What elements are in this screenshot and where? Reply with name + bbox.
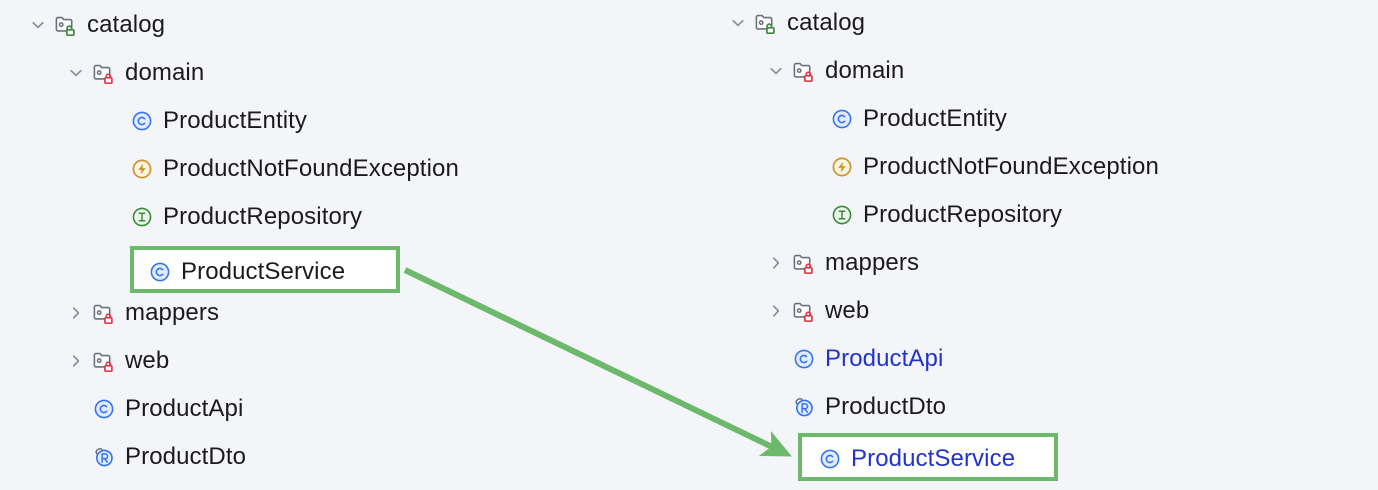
class-icon <box>792 347 816 371</box>
chevron-down-icon[interactable] <box>766 61 786 81</box>
exception-icon <box>130 157 154 181</box>
highlight-box-source: ProductService <box>130 246 400 293</box>
tree-row-label: mappers <box>825 249 920 276</box>
tree-row-label: ProductNotFoundException <box>163 155 459 182</box>
tree-row[interactable]: catalog <box>728 6 865 40</box>
tree-row-label: ProductRepository <box>863 201 1063 228</box>
tree-row-label: ProductEntity <box>163 107 308 134</box>
package-locked-icon <box>92 61 116 85</box>
record-icon <box>792 395 816 419</box>
tree-row[interactable]: ProductDto <box>66 440 246 474</box>
tree-row-label: ProductApi <box>125 395 244 422</box>
tree-row[interactable]: ProductNotFoundException <box>104 152 459 186</box>
chevron-placeholder <box>804 157 824 177</box>
chevron-right-icon[interactable] <box>766 301 786 321</box>
tree-row-label: ProductEntity <box>863 105 1008 132</box>
tree-row[interactable]: mappers <box>766 246 919 280</box>
tree-row[interactable]: ProductDto <box>766 390 946 424</box>
tree-row-label: web <box>125 347 170 374</box>
tree-row-label: ProductService <box>851 445 1016 472</box>
chevron-down-icon[interactable] <box>728 13 748 33</box>
tree-row[interactable]: ProductService <box>148 255 345 289</box>
chevron-placeholder <box>104 159 124 179</box>
record-icon <box>92 445 116 469</box>
tree-row[interactable]: web <box>66 344 169 378</box>
tree-row-label: ProductRepository <box>163 203 363 230</box>
tree-row[interactable]: ProductService <box>818 442 1015 476</box>
tree-row[interactable]: ProductRepository <box>804 198 1062 232</box>
class-icon <box>92 397 116 421</box>
tree-row[interactable]: mappers <box>66 296 219 330</box>
tree-row-label: domain <box>825 57 905 84</box>
chevron-right-icon[interactable] <box>66 351 86 371</box>
package-locked-icon <box>792 251 816 275</box>
interface-icon <box>130 205 154 229</box>
chevron-placeholder <box>766 349 786 369</box>
tree-row[interactable]: ProductNotFoundException <box>804 150 1159 184</box>
tree-row[interactable]: domain <box>66 56 204 90</box>
interface-icon <box>830 203 854 227</box>
tree-row-label: ProductService <box>181 258 346 285</box>
tree-row[interactable]: ProductApi <box>766 342 943 376</box>
exception-icon <box>830 155 854 179</box>
chevron-right-icon[interactable] <box>66 303 86 323</box>
tree-row-label: catalog <box>87 11 166 38</box>
chevron-placeholder <box>104 111 124 131</box>
chevron-placeholder <box>804 205 824 225</box>
chevron-placeholder <box>766 397 786 417</box>
tree-row-label: ProductDto <box>125 443 247 470</box>
chevron-down-icon[interactable] <box>66 63 86 83</box>
tree-row-label: catalog <box>787 9 866 36</box>
package-locked-icon <box>92 301 116 325</box>
tree-row-label: web <box>825 297 870 324</box>
package-unlocked-icon <box>754 11 778 35</box>
tree-row[interactable]: ProductRepository <box>104 200 362 234</box>
tree-row[interactable]: web <box>766 294 869 328</box>
tree-row-label: mappers <box>125 299 220 326</box>
tree-row[interactable]: ProductApi <box>66 392 243 426</box>
class-icon <box>830 107 854 131</box>
chevron-placeholder <box>804 109 824 129</box>
class-icon <box>130 109 154 133</box>
package-unlocked-icon <box>54 13 78 37</box>
chevron-placeholder <box>104 207 124 227</box>
chevron-placeholder <box>66 399 86 419</box>
chevron-placeholder <box>66 447 86 467</box>
tree-row[interactable]: domain <box>766 54 904 88</box>
tree-row-label: domain <box>125 59 205 86</box>
tree-row[interactable]: ProductEntity <box>104 104 307 138</box>
highlight-box-target: ProductService <box>798 433 1058 481</box>
tree-row-label: ProductApi <box>825 345 944 372</box>
class-icon <box>818 447 842 471</box>
chevron-right-icon[interactable] <box>766 253 786 273</box>
tree-row-label: ProductDto <box>825 393 947 420</box>
package-locked-icon <box>92 349 116 373</box>
package-locked-icon <box>792 59 816 83</box>
tree-row[interactable]: catalog <box>28 8 165 42</box>
tree-row[interactable]: ProductEntity <box>804 102 1007 136</box>
package-locked-icon <box>792 299 816 323</box>
chevron-down-icon[interactable] <box>28 15 48 35</box>
tree-row-label: ProductNotFoundException <box>863 153 1159 180</box>
class-icon <box>148 260 172 284</box>
